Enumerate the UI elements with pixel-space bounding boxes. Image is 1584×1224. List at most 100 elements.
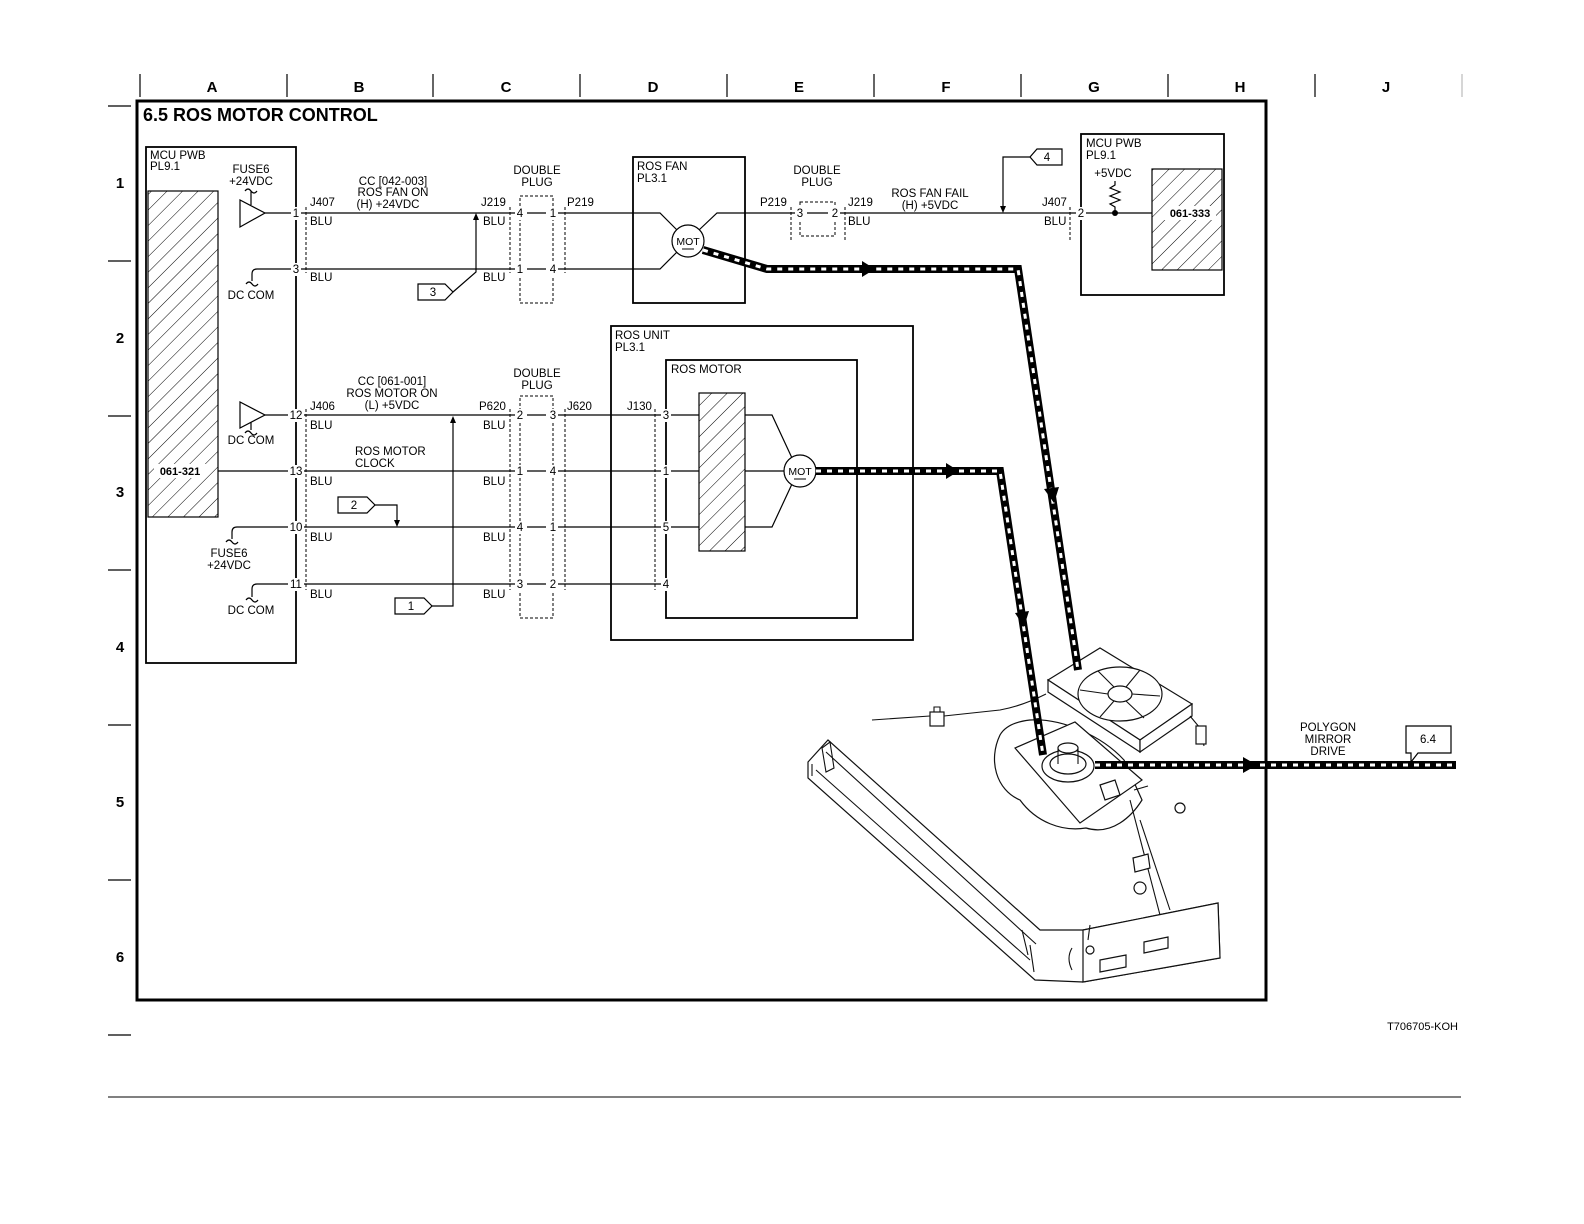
column-label: J	[1382, 79, 1390, 96]
mcu-pin: 12	[290, 410, 303, 422]
mechanical-path-polygon-mirror	[1095, 757, 1456, 773]
fan-motor-label: MOT	[676, 236, 700, 248]
ros-fan-hub	[1107, 685, 1133, 703]
arrow-right-icon	[862, 261, 875, 277]
ros-motor-pin: 4	[663, 579, 670, 591]
callout-2	[337, 496, 376, 514]
callout-1	[394, 597, 433, 615]
callout-label: 3	[430, 287, 436, 299]
cable-connector-latch	[933, 706, 941, 712]
plug-pin: 2	[832, 208, 838, 220]
row-label: 3	[116, 484, 124, 501]
ros-motor-box	[665, 359, 858, 619]
ros-motor-pin: 3	[663, 410, 669, 422]
connector-label: J620	[567, 401, 592, 413]
plug-pin: 1	[517, 264, 523, 276]
wire-color: BLU	[310, 532, 332, 544]
connector-housing	[790, 207, 1071, 240]
connector-label: P620	[479, 401, 506, 413]
double-plug-label: PLUG	[521, 177, 552, 189]
double-plug-fail	[799, 201, 836, 237]
callout-4	[1029, 148, 1063, 166]
connector-label: J407	[1042, 197, 1067, 209]
reference-callout-label: 6.4	[1420, 734, 1437, 746]
polygon-mirror	[1049, 753, 1087, 775]
fuse-symbol	[244, 188, 258, 205]
bracket-details	[1068, 924, 1091, 971]
figure-id: T706705-KOH	[1387, 1021, 1458, 1033]
double-plug-motor	[519, 395, 554, 619]
callout-leader	[452, 219, 477, 293]
ros-fan-fail-harness: P219 DOUBLE PLUG 3 2 J219 BLU ROS FAN FA…	[745, 148, 1082, 240]
plug-pin: 1	[550, 522, 556, 534]
wire-color: BLU	[848, 216, 870, 228]
column-label: C	[501, 79, 512, 96]
ros-unit-part: PL3.1	[615, 342, 645, 354]
fuse-symbol	[225, 526, 296, 545]
connector-label: J219	[848, 197, 873, 209]
fan-connector	[1195, 725, 1207, 745]
polygon-drive-label: POLYGON	[1300, 722, 1356, 734]
mcu-pwb-fail: MCU PWB PL9.1 +5VDC 061-333 2	[1076, 133, 1225, 296]
mcu-main-chip	[147, 190, 219, 518]
wire-color: BLU	[483, 589, 505, 601]
chassis-post	[1174, 802, 1186, 814]
arrow-right-icon	[1243, 757, 1257, 773]
connector-label: J130	[627, 401, 652, 413]
column-label: F	[941, 79, 950, 96]
dc-com-symbol	[245, 268, 296, 287]
signal-cc: CC [042-003]	[359, 176, 427, 188]
ros-fan-side	[1139, 702, 1193, 754]
wire-color: BLU	[310, 216, 332, 228]
callout-leader	[432, 422, 454, 607]
polygon-drive-label: DRIVE	[1310, 746, 1345, 758]
row-grid: 1 2 3 4 5 6	[108, 105, 131, 1036]
ros-unit-box	[610, 325, 914, 641]
ros-fan-blades	[1079, 669, 1161, 719]
driver-icon	[239, 401, 267, 429]
signal-name: ROS MOTOR	[355, 446, 426, 458]
mcu-pin: 3	[293, 264, 299, 276]
ros-motor-name: ROS MOTOR	[671, 364, 742, 376]
connector-housing	[305, 207, 566, 273]
column-label: G	[1088, 79, 1100, 96]
ros-motor-leads	[745, 414, 793, 528]
signal-cc: CC [061-001]	[358, 376, 426, 388]
motor-chip	[1099, 779, 1121, 801]
plug-pin: 2	[550, 579, 556, 591]
motor-spindle-sides	[1057, 748, 1079, 764]
ros-motor-pin: 1	[663, 466, 669, 478]
connector-label: P219	[760, 197, 787, 209]
dc-com-label: DC COM	[228, 435, 275, 447]
mcu-main-name: MCU PWB	[150, 150, 206, 162]
arrow-down-icon	[394, 520, 400, 527]
driver-icon	[239, 199, 267, 229]
ros-fan-box	[632, 156, 746, 304]
connector-label: J407	[310, 197, 335, 209]
arrow-down-icon	[1000, 206, 1006, 213]
reference-callout[interactable]	[1405, 725, 1452, 764]
double-plug-fan	[519, 195, 554, 304]
double-plug-label: PLUG	[801, 177, 832, 189]
plug-pin: 3	[550, 410, 556, 422]
ros-motor-pin: 5	[663, 522, 669, 534]
chassis-clip	[1132, 853, 1151, 873]
mcu-pin: 1	[293, 208, 299, 220]
double-plug-label: PLUG	[521, 380, 552, 392]
arrow-right-icon	[946, 463, 959, 479]
page-title: 6.5 ROS MOTOR CONTROL	[143, 105, 378, 125]
mcu-pwb-main: MCU PWB PL9.1 061-321 FUSE6 +24VDC DC CO…	[145, 146, 297, 664]
arrow-up-icon	[450, 416, 456, 423]
column-label: E	[794, 79, 804, 96]
mcu-main-part: PL9.1	[150, 161, 180, 173]
wire-color: BLU	[483, 272, 505, 284]
dc-com-symbol	[245, 583, 296, 603]
mcu-fail-pin: 2	[1078, 208, 1084, 220]
bracket-slot	[1099, 954, 1127, 973]
signal-level: (H) +24VDC	[357, 199, 420, 211]
dc-com-label: DC COM	[228, 605, 275, 617]
plug-pin: 3	[517, 579, 523, 591]
polygon-drive-label: MIRROR	[1305, 734, 1352, 746]
fuse-name: FUSE6	[210, 548, 247, 560]
